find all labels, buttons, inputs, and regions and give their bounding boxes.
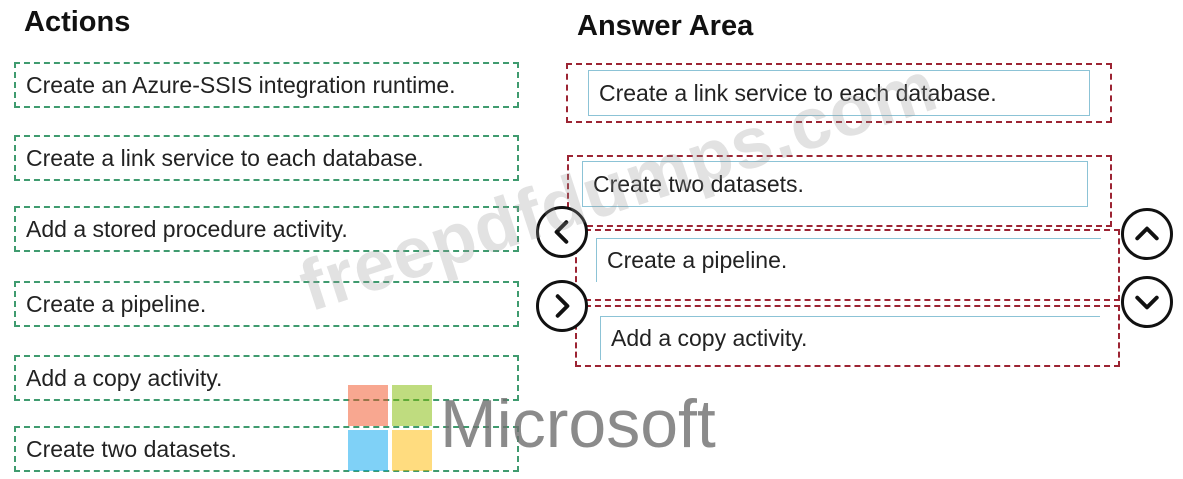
action-item-azure-ssis[interactable]: Create an Azure-SSIS integration runtime… [14,62,519,108]
action-item-label: Create two datasets. [26,435,237,462]
answer-drop-zone-2[interactable] [567,155,1112,227]
answer-item-label: Create a link service to each database. [599,79,997,106]
answer-item-pipeline[interactable]: Create a pipeline. [596,238,1101,282]
move-down-button[interactable] [1121,276,1173,328]
answer-area-heading: Answer Area [577,10,754,42]
answer-item-two-datasets[interactable]: Create two datasets. [582,161,1088,207]
chevron-left-icon [554,220,569,244]
action-item-label: Add a stored procedure activity. [26,215,348,242]
action-item-two-datasets[interactable]: Create two datasets. [14,426,519,472]
actions-heading: Actions [24,6,131,38]
chevron-down-icon [1135,295,1159,310]
answer-item-link-service[interactable]: Create a link service to each database. [588,70,1090,116]
answer-item-label: Create two datasets. [593,170,804,197]
chevron-right-icon [555,294,570,318]
action-item-label: Add a copy activity. [26,364,223,391]
answer-item-label: Add a copy activity. [611,325,808,351]
move-left-button[interactable] [536,206,588,258]
action-item-copy-activity[interactable]: Add a copy activity. [14,355,519,401]
answer-item-copy-activity[interactable]: Add a copy activity. [600,316,1100,360]
move-up-button[interactable] [1121,208,1173,260]
action-item-stored-procedure[interactable]: Add a stored procedure activity. [14,206,519,252]
answer-item-label: Create a pipeline. [607,247,788,273]
answer-drop-zone-1[interactable] [566,63,1112,123]
answer-drop-zone-4[interactable] [575,305,1120,367]
action-item-label: Create an Azure-SSIS integration runtime… [26,71,456,98]
answer-drop-zone-3[interactable] [575,229,1120,301]
action-item-pipeline[interactable]: Create a pipeline. [14,281,519,327]
action-item-link-service[interactable]: Create a link service to each database. [14,135,519,181]
action-item-label: Create a pipeline. [26,290,207,317]
move-right-button[interactable] [536,280,588,332]
chevron-up-icon [1135,226,1159,241]
action-item-label: Create a link service to each database. [26,144,424,171]
